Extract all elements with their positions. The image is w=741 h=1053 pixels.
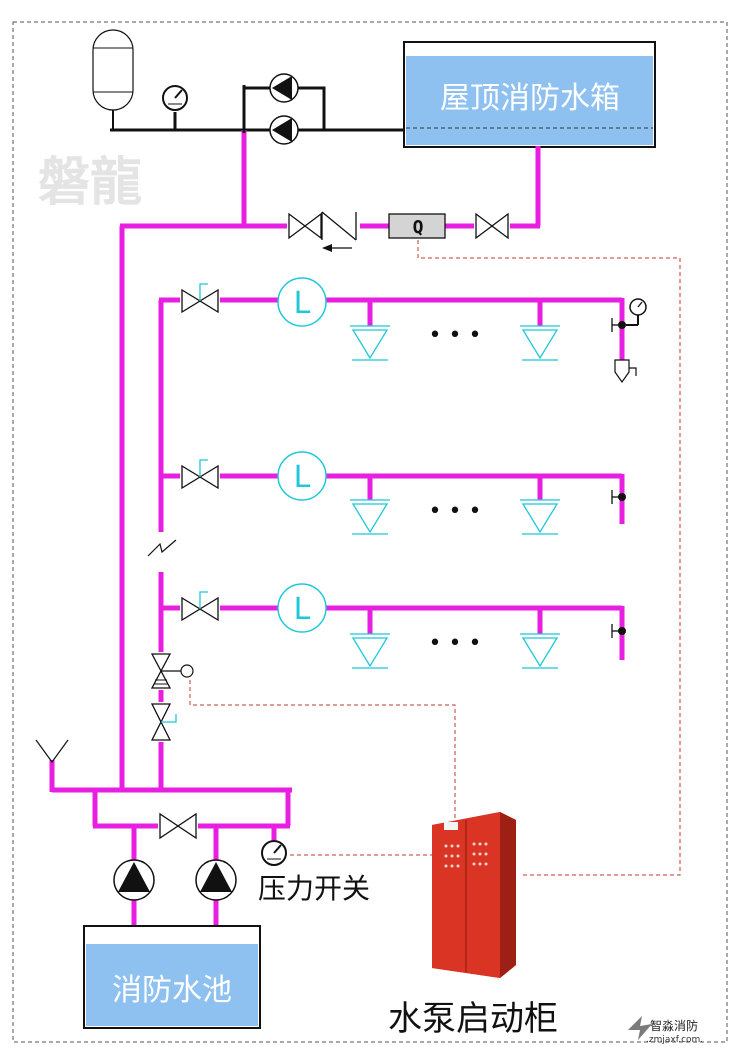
pump-adapter	[35, 739, 69, 764]
cabinet-label: 水泵启动柜	[388, 999, 558, 1039]
gate-valve-tank	[474, 212, 510, 240]
fire-pump-1	[113, 859, 155, 901]
ellipsis-floor-2: • • •	[429, 499, 482, 524]
brand-watermark: 磐龍	[38, 153, 142, 213]
flow-indicator-label: L	[294, 460, 311, 495]
pressure-switch-label: 压力开关	[258, 872, 370, 905]
header-gate-valve	[158, 812, 198, 840]
magenta-pipes	[49, 130, 625, 930]
flow-indicator-2: L	[277, 451, 327, 501]
diagram-frame	[12, 21, 728, 1043]
fire-water-pool: 消防水池	[83, 925, 261, 1029]
end-test-assemblies	[611, 298, 647, 638]
flow-indicator-1: L	[277, 277, 327, 327]
ellipsis-floor-3: • • •	[429, 631, 482, 656]
fire-pump-2	[195, 859, 237, 901]
roof-tank-label: 屋顶消防水箱	[440, 81, 620, 116]
flow-indicator-label: L	[294, 592, 311, 627]
stabilizer-pump-2	[269, 115, 299, 145]
site-watermark-name: 智淼消防	[650, 1018, 698, 1033]
control-signal-lines	[189, 240, 681, 876]
sprinkler-heads	[350, 325, 560, 669]
site-watermark: 智淼消防 .zmjaxf.com.	[628, 1016, 703, 1045]
flow-switch: Q	[388, 213, 446, 239]
stabilizer-pump-1	[269, 73, 299, 103]
riser-signal-valve	[150, 702, 177, 742]
pool-label: 消防水池	[112, 973, 232, 1008]
roof-tank: 屋顶消防水箱	[403, 41, 656, 148]
check-valve-main	[321, 211, 360, 252]
branch-valve-3	[180, 591, 220, 622]
top-pressure-gauge	[162, 85, 188, 111]
riser-break	[147, 534, 177, 570]
branch-valve-1	[180, 283, 220, 314]
site-watermark-url: .zmjaxf.com.	[646, 1035, 703, 1045]
branch-valve-2	[180, 459, 220, 490]
gate-valve-main	[287, 212, 322, 240]
ellipsis-floor-1: • • •	[429, 323, 482, 348]
pump-start-cabinet	[432, 812, 516, 978]
flow-indicator-label: L	[294, 286, 311, 321]
pressure-switch	[261, 840, 287, 866]
flow-switch-label: Q	[413, 217, 424, 238]
stabilizer-pipes	[110, 86, 404, 132]
alarm-valve	[150, 652, 194, 690]
pressure-vessel	[92, 29, 134, 130]
flow-indicator-3: L	[277, 583, 327, 633]
